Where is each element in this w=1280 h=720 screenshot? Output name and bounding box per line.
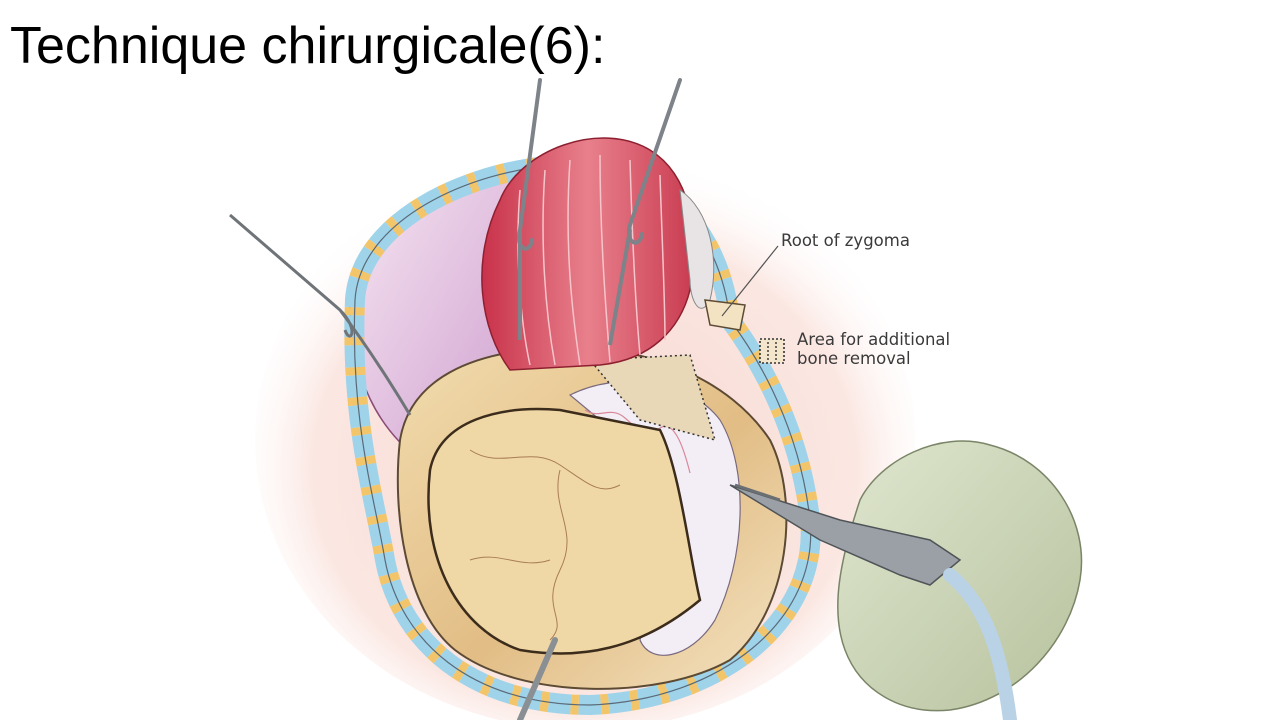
label-root-of-zygoma: Root of zygoma (781, 231, 910, 250)
slide-title: Technique chirurgicale(6): (10, 17, 606, 75)
retractor-shaft-right (608, 229, 632, 346)
zygoma-root (704, 299, 746, 331)
drill-cable (943, 568, 1017, 720)
suction-tube (517, 637, 558, 720)
bone-removal-area (588, 354, 717, 442)
label-bone-removal-area: Area for additional bone removal (797, 330, 951, 369)
fish-hook (229, 213, 412, 416)
bone-flap (427, 407, 702, 655)
retractor-hook-right (627, 78, 682, 245)
label-area-line2: bone removal (797, 348, 911, 368)
leader-line-zygoma (721, 245, 779, 317)
bone-removal-legend-icon (759, 338, 785, 364)
label-area-line1: Area for additional (797, 330, 951, 349)
drill-bit (734, 483, 781, 502)
bone-flap-sutures (469, 449, 621, 641)
